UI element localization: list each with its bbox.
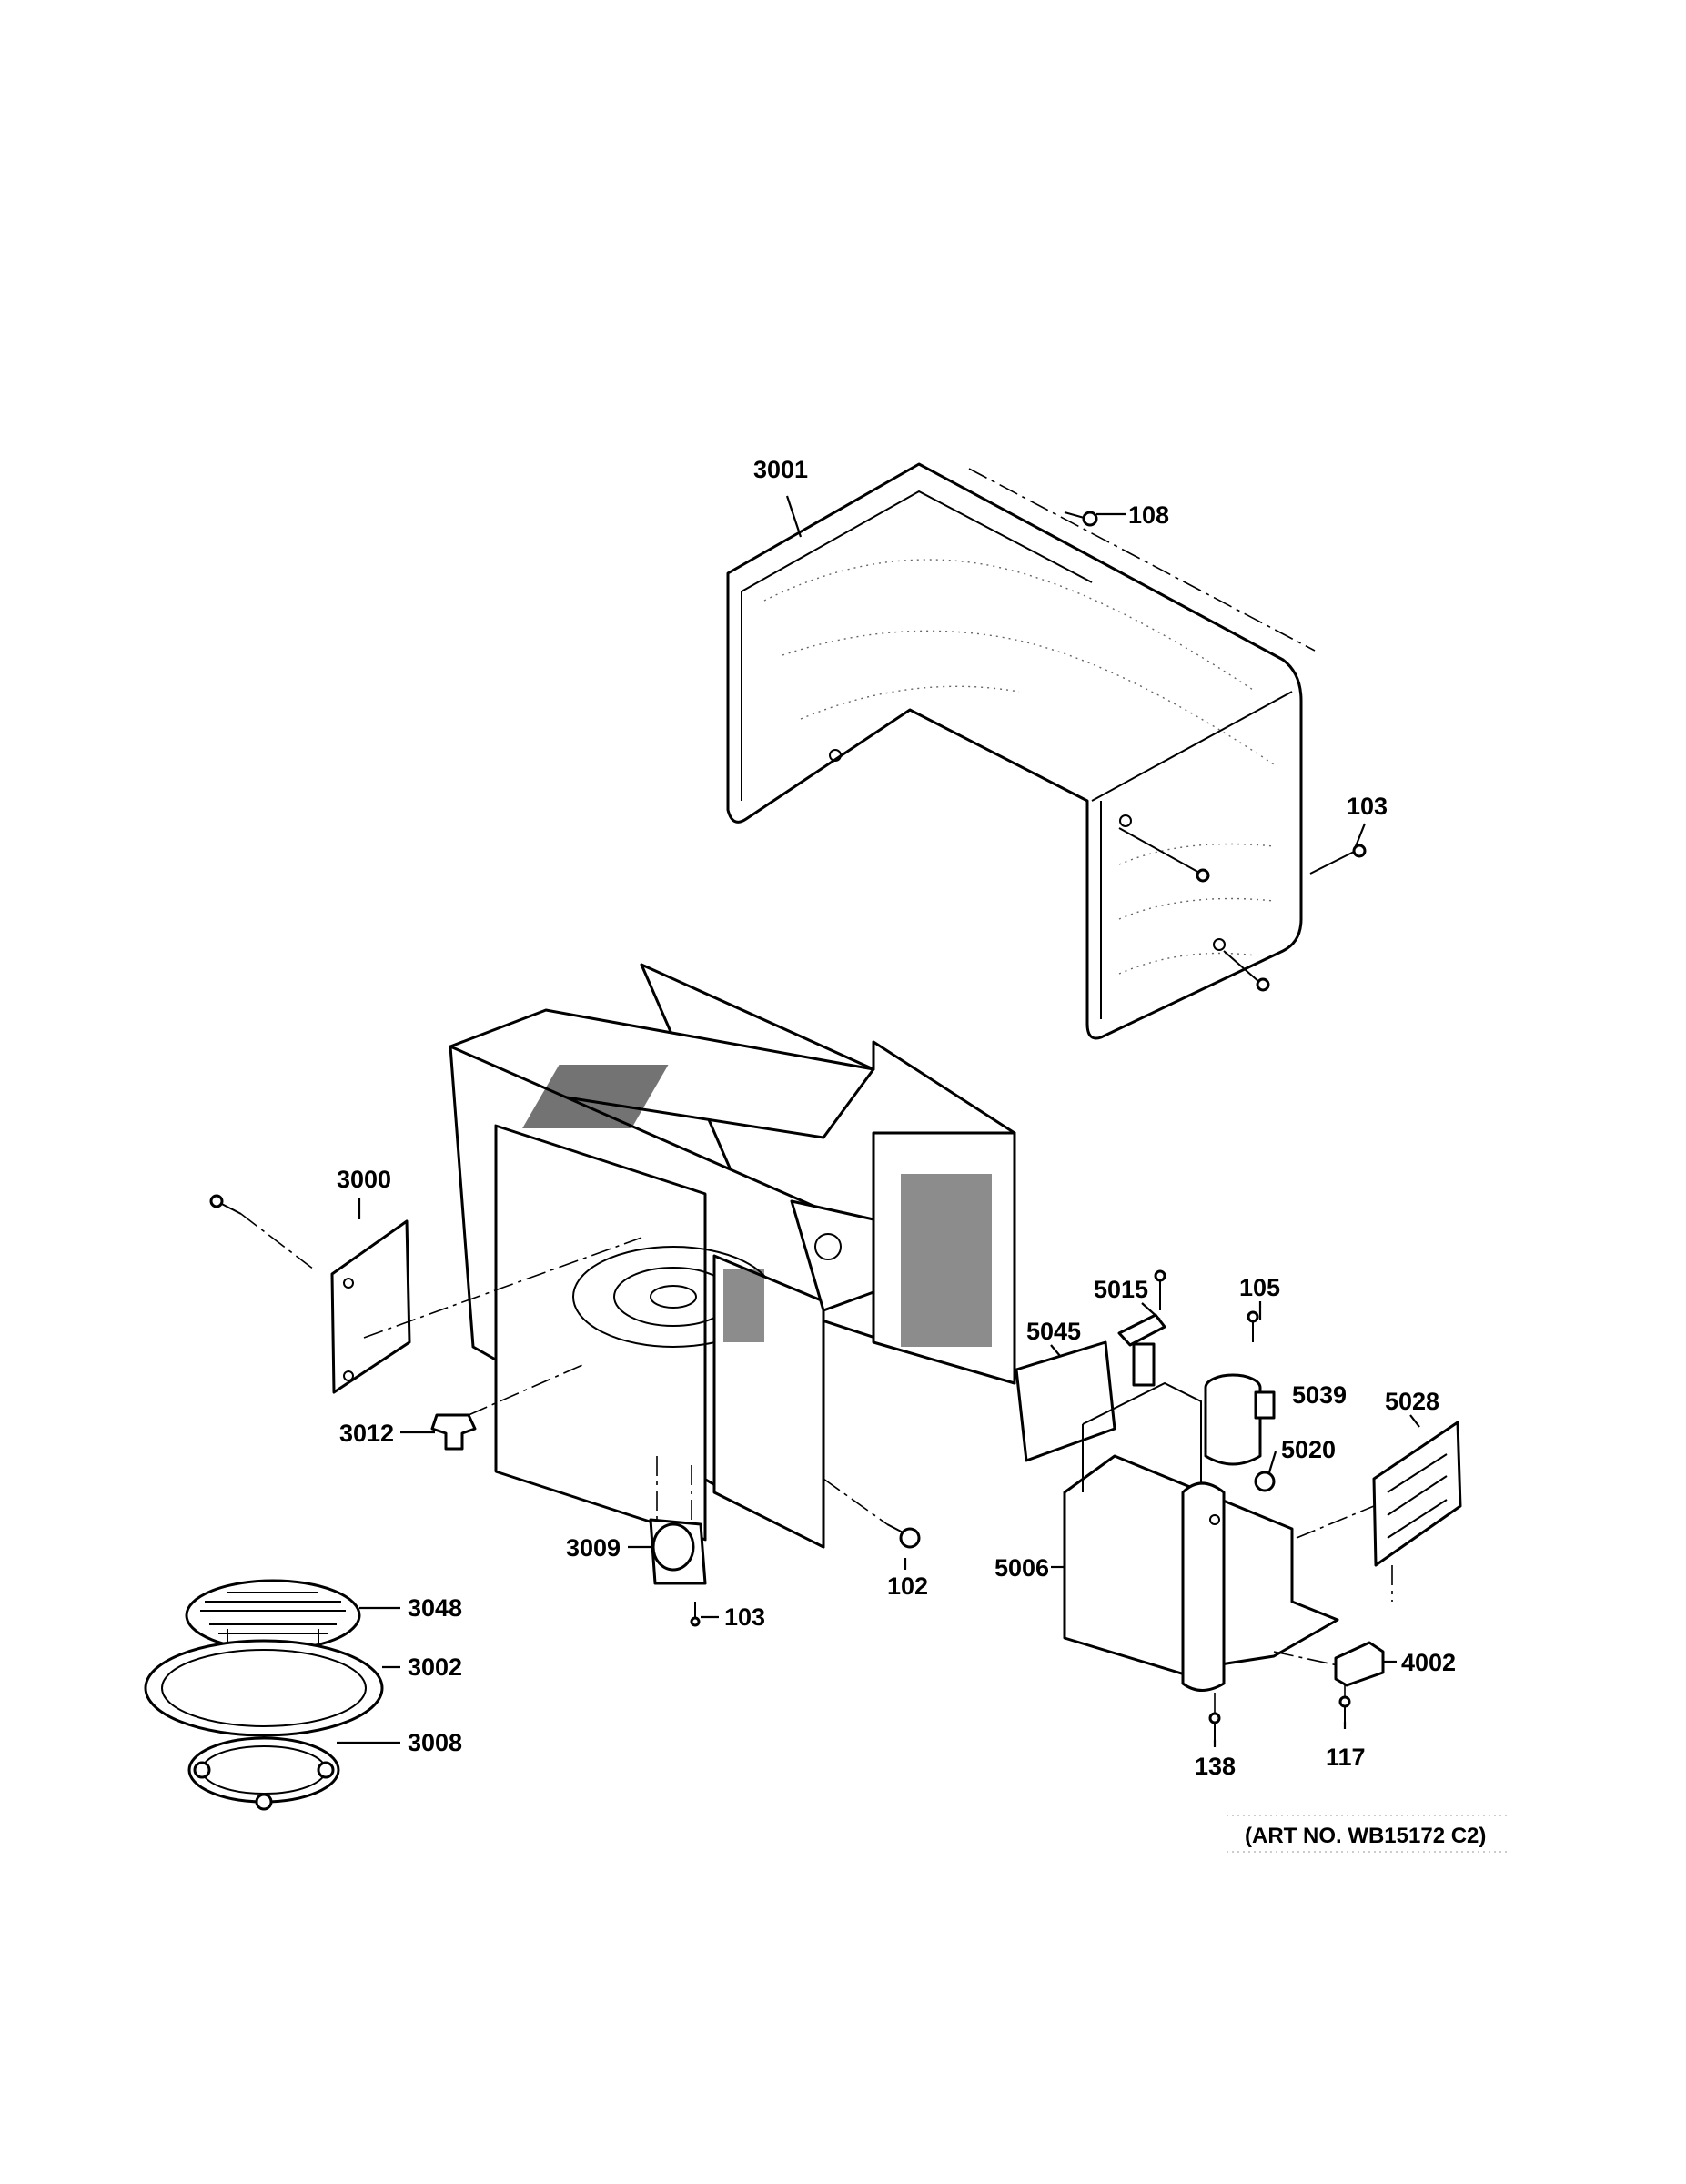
art-number: (ART NO. WB15172 C2) bbox=[1227, 1815, 1509, 1853]
cover-plate-5028 bbox=[1296, 1421, 1462, 1602]
switch-4002 bbox=[1273, 1641, 1385, 1687]
screw-117 bbox=[1338, 1684, 1351, 1722]
waveguide-cover-3000 bbox=[240, 1213, 642, 1394]
screw-105 bbox=[1247, 1310, 1259, 1342]
callout-108: 108 bbox=[1128, 501, 1169, 529]
glass-tray-3002 bbox=[144, 1639, 384, 1737]
oven-cavity-assembly bbox=[449, 963, 1016, 1549]
callout-103-motor: 103 bbox=[724, 1603, 765, 1631]
callout-labels: 3001 108 103 3000 3012 3009 103 102 3048… bbox=[337, 456, 1456, 1780]
roller-ring-3008 bbox=[187, 1736, 340, 1811]
fuse-5020 bbox=[1254, 1471, 1276, 1492]
callout-4002: 4002 bbox=[1401, 1649, 1456, 1676]
screws-103-case bbox=[1118, 827, 1367, 992]
callout-5045: 5045 bbox=[1026, 1318, 1081, 1345]
screw-138 bbox=[1208, 1693, 1221, 1740]
callout-3001: 3001 bbox=[753, 456, 808, 483]
callout-117: 117 bbox=[1326, 1744, 1366, 1771]
coupler-3012 bbox=[430, 1364, 583, 1451]
mica-sheet-5045 bbox=[1015, 1340, 1116, 1462]
screw-103-lower bbox=[690, 1602, 701, 1627]
screw-102 bbox=[823, 1478, 921, 1549]
bracket-5006 bbox=[1063, 1381, 1339, 1692]
callout-105: 105 bbox=[1239, 1274, 1280, 1301]
outer-case-3001 bbox=[726, 462, 1316, 1040]
callout-3002: 3002 bbox=[408, 1653, 462, 1681]
callout-3008: 3008 bbox=[408, 1729, 462, 1756]
callout-3009: 3009 bbox=[566, 1534, 621, 1562]
capacitor-5039 bbox=[1204, 1373, 1276, 1466]
callout-3012: 3012 bbox=[339, 1420, 394, 1447]
callout-102: 102 bbox=[887, 1572, 928, 1600]
callout-5006: 5006 bbox=[994, 1554, 1049, 1582]
callout-5015: 5015 bbox=[1094, 1276, 1148, 1303]
art-number-label: (ART NO. WB15172 C2) bbox=[1245, 1824, 1486, 1848]
thermostat-5015 bbox=[1117, 1269, 1166, 1387]
callout-3048: 3048 bbox=[408, 1594, 462, 1622]
screw-108 bbox=[1064, 511, 1098, 527]
callout-3000: 3000 bbox=[337, 1166, 391, 1193]
turntable-motor-3009 bbox=[649, 1456, 707, 1585]
callout-5028: 5028 bbox=[1385, 1388, 1439, 1415]
screw-left bbox=[209, 1194, 242, 1215]
callout-5039: 5039 bbox=[1292, 1381, 1347, 1409]
callout-138: 138 bbox=[1195, 1753, 1236, 1780]
leader-lines bbox=[337, 495, 1420, 1747]
callout-103-case: 103 bbox=[1347, 793, 1388, 820]
callout-5020: 5020 bbox=[1281, 1436, 1336, 1463]
